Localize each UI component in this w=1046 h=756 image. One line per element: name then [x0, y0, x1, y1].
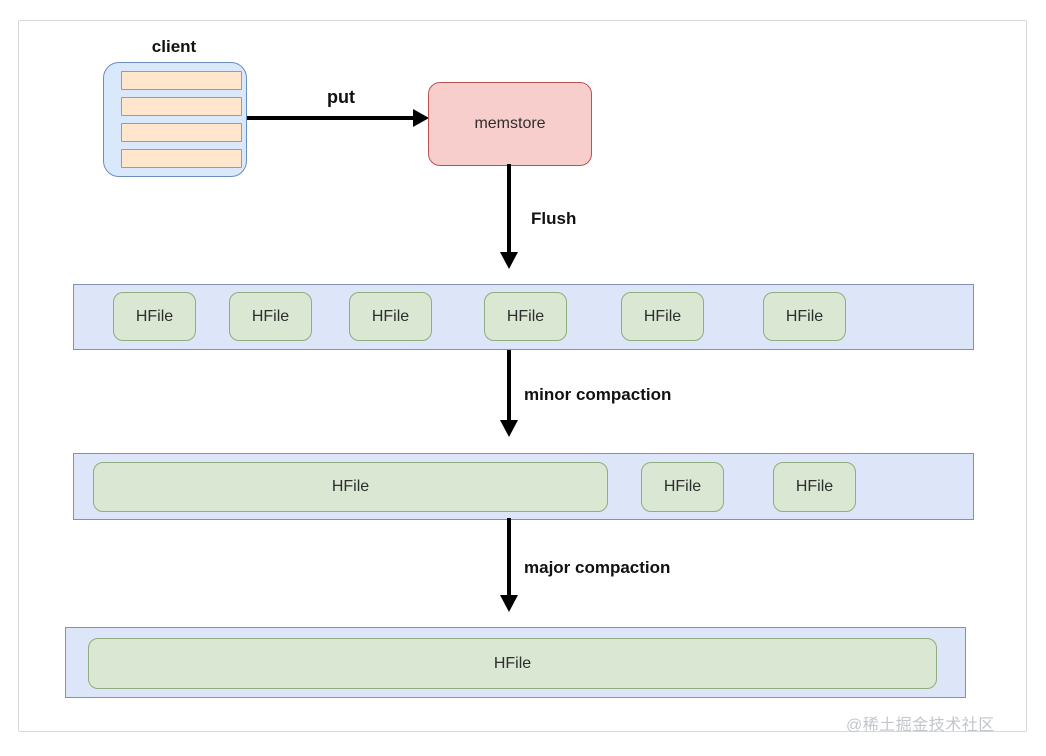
store-region-major-compacted: HFile: [65, 627, 966, 698]
client-node: [103, 62, 247, 177]
hfile-box: HFile: [641, 462, 724, 512]
hfile-box: HFile: [773, 462, 856, 512]
hfile-label: HFile: [785, 307, 824, 325]
merged-hfile-box: HFile: [88, 638, 937, 689]
memstore-node: memstore: [428, 82, 592, 166]
hfile-box: HFile: [484, 292, 567, 341]
flush-arrow-label: Flush: [531, 209, 577, 228]
minor-compaction-arrow-shaft: [507, 350, 511, 421]
major-compaction-label: major compaction: [524, 558, 671, 577]
hfile-box: HFile: [621, 292, 704, 341]
major-compaction-arrow-shaft: [507, 518, 511, 597]
store-region-minor-compacted: HFile HFile HFile: [73, 453, 974, 520]
put-arrow-head-icon: [413, 109, 429, 127]
hfile-box: HFile: [349, 292, 432, 341]
minor-compaction-label: minor compaction: [524, 385, 672, 404]
hfile-box: HFile: [763, 292, 846, 341]
hfile-label: HFile: [643, 307, 682, 325]
hfile-label: HFile: [506, 307, 545, 325]
hfile-label: HFile: [493, 654, 532, 672]
hfile-box: HFile: [229, 292, 312, 341]
client-label: client: [151, 37, 197, 56]
hfile-label: HFile: [135, 307, 174, 325]
merged-hfile-box: HFile: [93, 462, 608, 512]
hfile-label: HFile: [331, 478, 370, 495]
client-row: [121, 123, 242, 142]
put-arrow-label: put: [327, 87, 355, 107]
client-row: [121, 71, 242, 90]
memstore-label: memstore: [474, 115, 546, 132]
client-row: [121, 97, 242, 116]
watermark: @稀土掘金技术社区: [846, 717, 995, 734]
hfile-label: HFile: [795, 478, 834, 495]
put-arrow-shaft: [247, 116, 414, 120]
major-compaction-arrow-head-icon: [500, 595, 518, 612]
hfile-label: HFile: [663, 478, 702, 495]
hfile-label: HFile: [251, 307, 290, 325]
flush-arrow-shaft: [507, 164, 511, 254]
minor-compaction-arrow-head-icon: [500, 420, 518, 437]
hfile-box: HFile: [113, 292, 196, 341]
hfile-label: HFile: [371, 307, 410, 325]
client-row: [121, 149, 242, 168]
store-region-flushed: HFile HFile HFile HFile HFile HFile: [73, 284, 974, 350]
flush-arrow-head-icon: [500, 252, 518, 269]
